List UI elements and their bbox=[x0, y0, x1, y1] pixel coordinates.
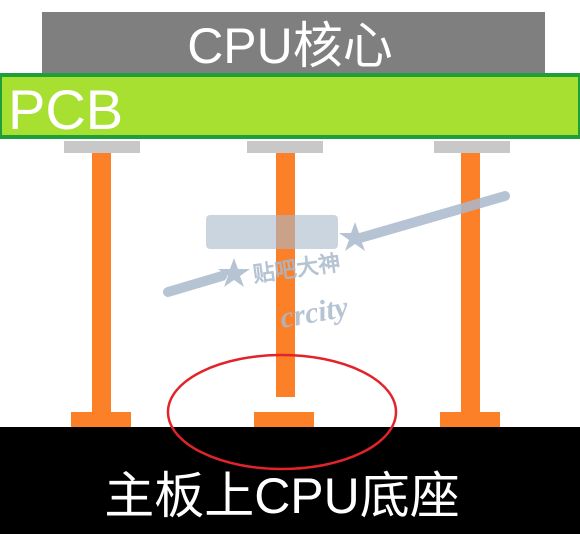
watermark-streak-top bbox=[355, 191, 510, 243]
right-pad bbox=[434, 141, 510, 153]
socket-block bbox=[0, 427, 580, 534]
watermark-text-tieba: 贴吧大神 bbox=[251, 250, 342, 287]
pcb-label: PCB bbox=[8, 78, 123, 141]
watermark-star-icon bbox=[218, 258, 250, 287]
highlight-circle bbox=[166, 353, 398, 471]
right-pin bbox=[461, 153, 480, 415]
pcb-band bbox=[0, 73, 580, 139]
socket-label: 主板上CPU底座 bbox=[104, 468, 460, 524]
middle-pin bbox=[276, 153, 295, 397]
left-pin-foot bbox=[71, 412, 131, 427]
watermark-streak-bottom bbox=[163, 271, 227, 297]
cpu-core-block bbox=[42, 12, 545, 75]
left-pin bbox=[92, 153, 111, 415]
cpu-core-label: CPU核心 bbox=[187, 18, 393, 74]
right-pin-foot bbox=[440, 412, 500, 427]
watermark: 贴吧大神 crcity bbox=[163, 191, 510, 335]
watermark-star-icon bbox=[339, 222, 371, 251]
middle-socket-foot bbox=[254, 412, 314, 427]
watermark-logo-block bbox=[206, 215, 338, 249]
left-pad bbox=[64, 141, 140, 153]
middle-pad bbox=[247, 141, 323, 153]
